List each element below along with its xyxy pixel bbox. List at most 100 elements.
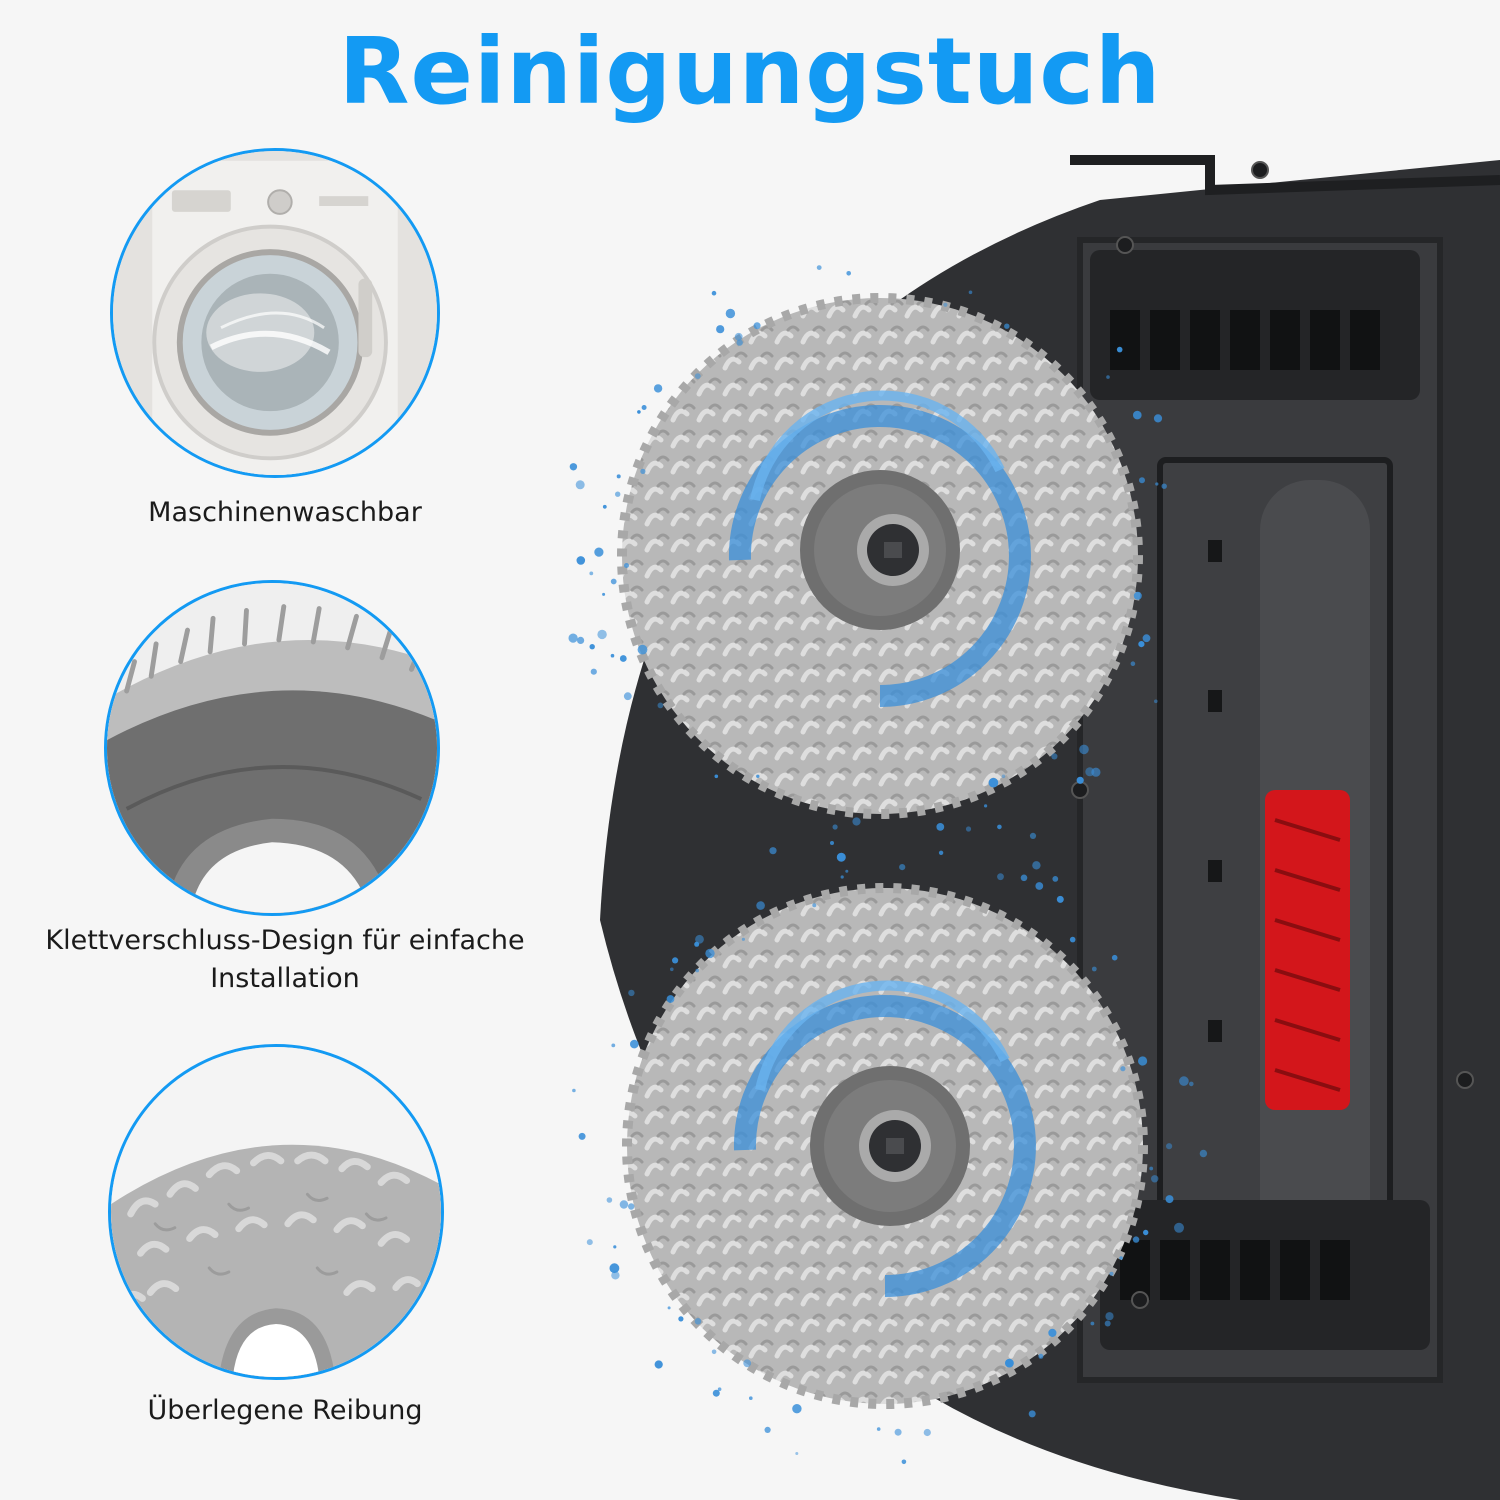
water-droplet [965,826,972,832]
water-droplet [611,1043,616,1048]
water-droplet [749,1396,753,1400]
water-droplet [756,901,765,910]
water-droplet [756,774,760,778]
water-droplet [830,841,834,845]
water-droplet [1111,954,1118,961]
water-droplet [876,1427,881,1431]
washing-machine-icon [110,148,440,478]
water-droplet [1091,966,1097,972]
water-droplet [1138,641,1145,648]
feature-label-friction: Überlegene Reibung [147,1395,423,1426]
water-droplet [602,592,606,596]
water-droplet [1130,661,1136,666]
velcro-backing-icon [104,580,440,916]
water-droplet [1120,1066,1126,1072]
water-droplet [613,1245,617,1249]
water-splash [568,265,1208,1465]
page-title: Reinigungstuch [338,18,1162,125]
water-droplet [1104,1320,1111,1327]
water-droplet [764,1426,771,1433]
water-droplet [694,1318,702,1325]
water-droplet [672,957,679,964]
water-droplet [695,968,699,973]
water-droplet [988,777,999,788]
water-droplet [654,1360,663,1369]
water-droplet [1133,410,1142,420]
water-droplet [717,1387,722,1391]
water-droplet [1149,1166,1154,1171]
water-droplet [694,373,701,379]
water-droplet [711,1349,717,1355]
water-droplet [1079,744,1089,755]
water-droplet [1032,861,1041,870]
water-droplet [792,1404,802,1414]
water-droplet [968,290,973,295]
water-droplet [1076,776,1084,784]
water-droplet [840,875,844,879]
water-droplet [1029,832,1037,840]
water-droplet [899,864,906,871]
water-droplet [578,1132,586,1140]
mop-pad-bottom [622,883,1148,1409]
water-droplet [1132,1236,1140,1243]
water-droplet [1048,1328,1057,1337]
water-droplet [1165,1195,1174,1204]
water-droplet [938,850,944,855]
water-droplet [653,384,663,393]
water-droplet [725,308,736,319]
water-droplet [1005,1358,1014,1368]
water-droplet [586,1239,593,1246]
water-droplet [1035,882,1044,890]
water-droplet [901,1459,907,1465]
water-droplet [743,1359,752,1368]
water-droplet [1151,1175,1159,1183]
water-droplet [1153,414,1163,423]
water-droplet [741,937,745,941]
water-droplet [795,1452,799,1455]
water-droplet [832,824,838,830]
water-droplet [1106,375,1110,379]
water-droplet [637,410,641,414]
water-droplet [628,1203,635,1210]
water-droplet [1155,482,1159,486]
water-droplet [657,702,664,709]
water-droplet [1105,1312,1114,1321]
water-droplet [716,325,725,334]
water-droplet [846,271,851,276]
water-droplet [602,504,607,509]
microfiber-texture-icon [108,1044,444,1380]
water-droplet [1139,477,1145,484]
water-droplet [577,636,585,644]
water-droplet [616,474,621,479]
water-droplet [1004,323,1010,329]
water-droplet [852,817,861,826]
water-droplet [590,668,597,675]
water-droplet [597,629,607,640]
water-droplet [714,774,719,779]
water-droplet [572,1088,576,1093]
water-droplet [678,1316,684,1322]
water-droplet [1138,1056,1148,1066]
water-droplet [816,265,822,270]
water-droplet [1020,874,1028,882]
water-droplet [1109,1271,1114,1276]
water-droplet [1056,895,1064,903]
water-droplet [923,1428,931,1437]
water-droplet [1119,1256,1123,1260]
water-droplet [630,1039,639,1049]
water-droplet [705,948,715,959]
water-droplet [637,644,648,655]
water-droplet [1161,483,1167,489]
water-droplet [1069,936,1076,943]
water-droplet [894,1428,902,1436]
water-droplet [734,332,743,341]
water-droplet [569,463,578,471]
water-droplet [1179,1076,1189,1086]
water-droplet [1001,774,1006,779]
water-droplet [1052,876,1059,882]
water-droplet [936,823,945,831]
water-droplet [736,339,743,346]
water-droplet [1199,1149,1208,1158]
brush-roller [1265,790,1350,1110]
water-droplet [1154,699,1158,704]
